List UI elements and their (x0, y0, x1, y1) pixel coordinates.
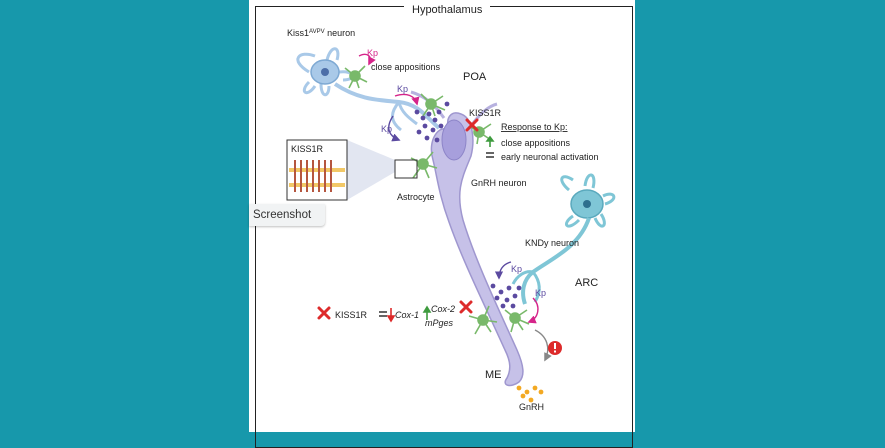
kp-label-2: Kp (397, 84, 408, 94)
response-item-2: early neuronal activation (501, 152, 599, 162)
kiss1r-label: KISS1R (469, 108, 502, 118)
response-item-1: close appositions (501, 138, 571, 148)
kndy-neuron (511, 173, 616, 305)
up-arrow-cox2 (422, 305, 432, 320)
kp-arrow-me-2 (527, 297, 539, 324)
red-x-me (459, 300, 473, 314)
kiss1r-me-label: KISS1R (335, 310, 368, 320)
screenshot-label: Screenshot (249, 204, 325, 226)
gnrh-label: GnRH (519, 402, 544, 412)
hypothalamus-title: Hypothalamus (404, 4, 491, 16)
membrane-icon (289, 160, 345, 192)
kp-arrow-poa (394, 93, 420, 106)
close-appositions-label: close appositions (371, 62, 441, 72)
gnrh-nucleus (441, 119, 467, 161)
kp-label-5: Kp (535, 288, 546, 298)
kp-label-3: Kp (381, 124, 392, 134)
gnrh-release-dots (516, 385, 544, 403)
kp-arrow-avpv (358, 53, 376, 66)
mpges-label: mPges (425, 318, 454, 328)
red-x-legend (317, 306, 331, 320)
kp-label-1: Kp (367, 48, 378, 58)
kp-arrow-me (494, 261, 512, 280)
zoom-wedge (347, 140, 395, 200)
equal-sign-legend (486, 152, 494, 158)
alert-icon (548, 341, 562, 355)
kndy-neuron-label: KNDy neuron (525, 238, 579, 248)
kp-arrow-poa-2 (388, 115, 401, 142)
up-arrow-legend (485, 135, 495, 147)
cox2-label: Cox-2 (431, 304, 455, 314)
diagram-svg: Kiss1AVPV neuron Kp close appositions PO… (286, 28, 616, 412)
me-label: ME (485, 369, 502, 381)
red-x-kiss1r (465, 118, 479, 132)
astrocyte-label: Astrocyte (397, 192, 435, 202)
kp-label-4: Kp (511, 264, 522, 274)
down-arrow-cox1 (386, 308, 396, 323)
kiss1r-inset-label: KISS1R (291, 144, 324, 154)
response-title: Response to Kp: (501, 122, 568, 132)
gray-arrow (534, 329, 552, 362)
figure-panel: Hypothalamus (249, 0, 635, 448)
cox1-label: Cox-1 (395, 310, 419, 320)
gnrh-neuron-label: GnRH neuron (471, 178, 527, 188)
equal-sign-me (379, 311, 387, 317)
zoom-box (394, 159, 418, 179)
kp-dots-poa (414, 101, 450, 143)
kp-dots-me (490, 283, 522, 309)
poa-label: POA (463, 71, 487, 83)
kiss1-avpv-label: Kiss1AVPV neuron (287, 28, 355, 38)
kiss1-avpv-neuron (296, 47, 441, 132)
arc-label: ARC (575, 277, 598, 289)
